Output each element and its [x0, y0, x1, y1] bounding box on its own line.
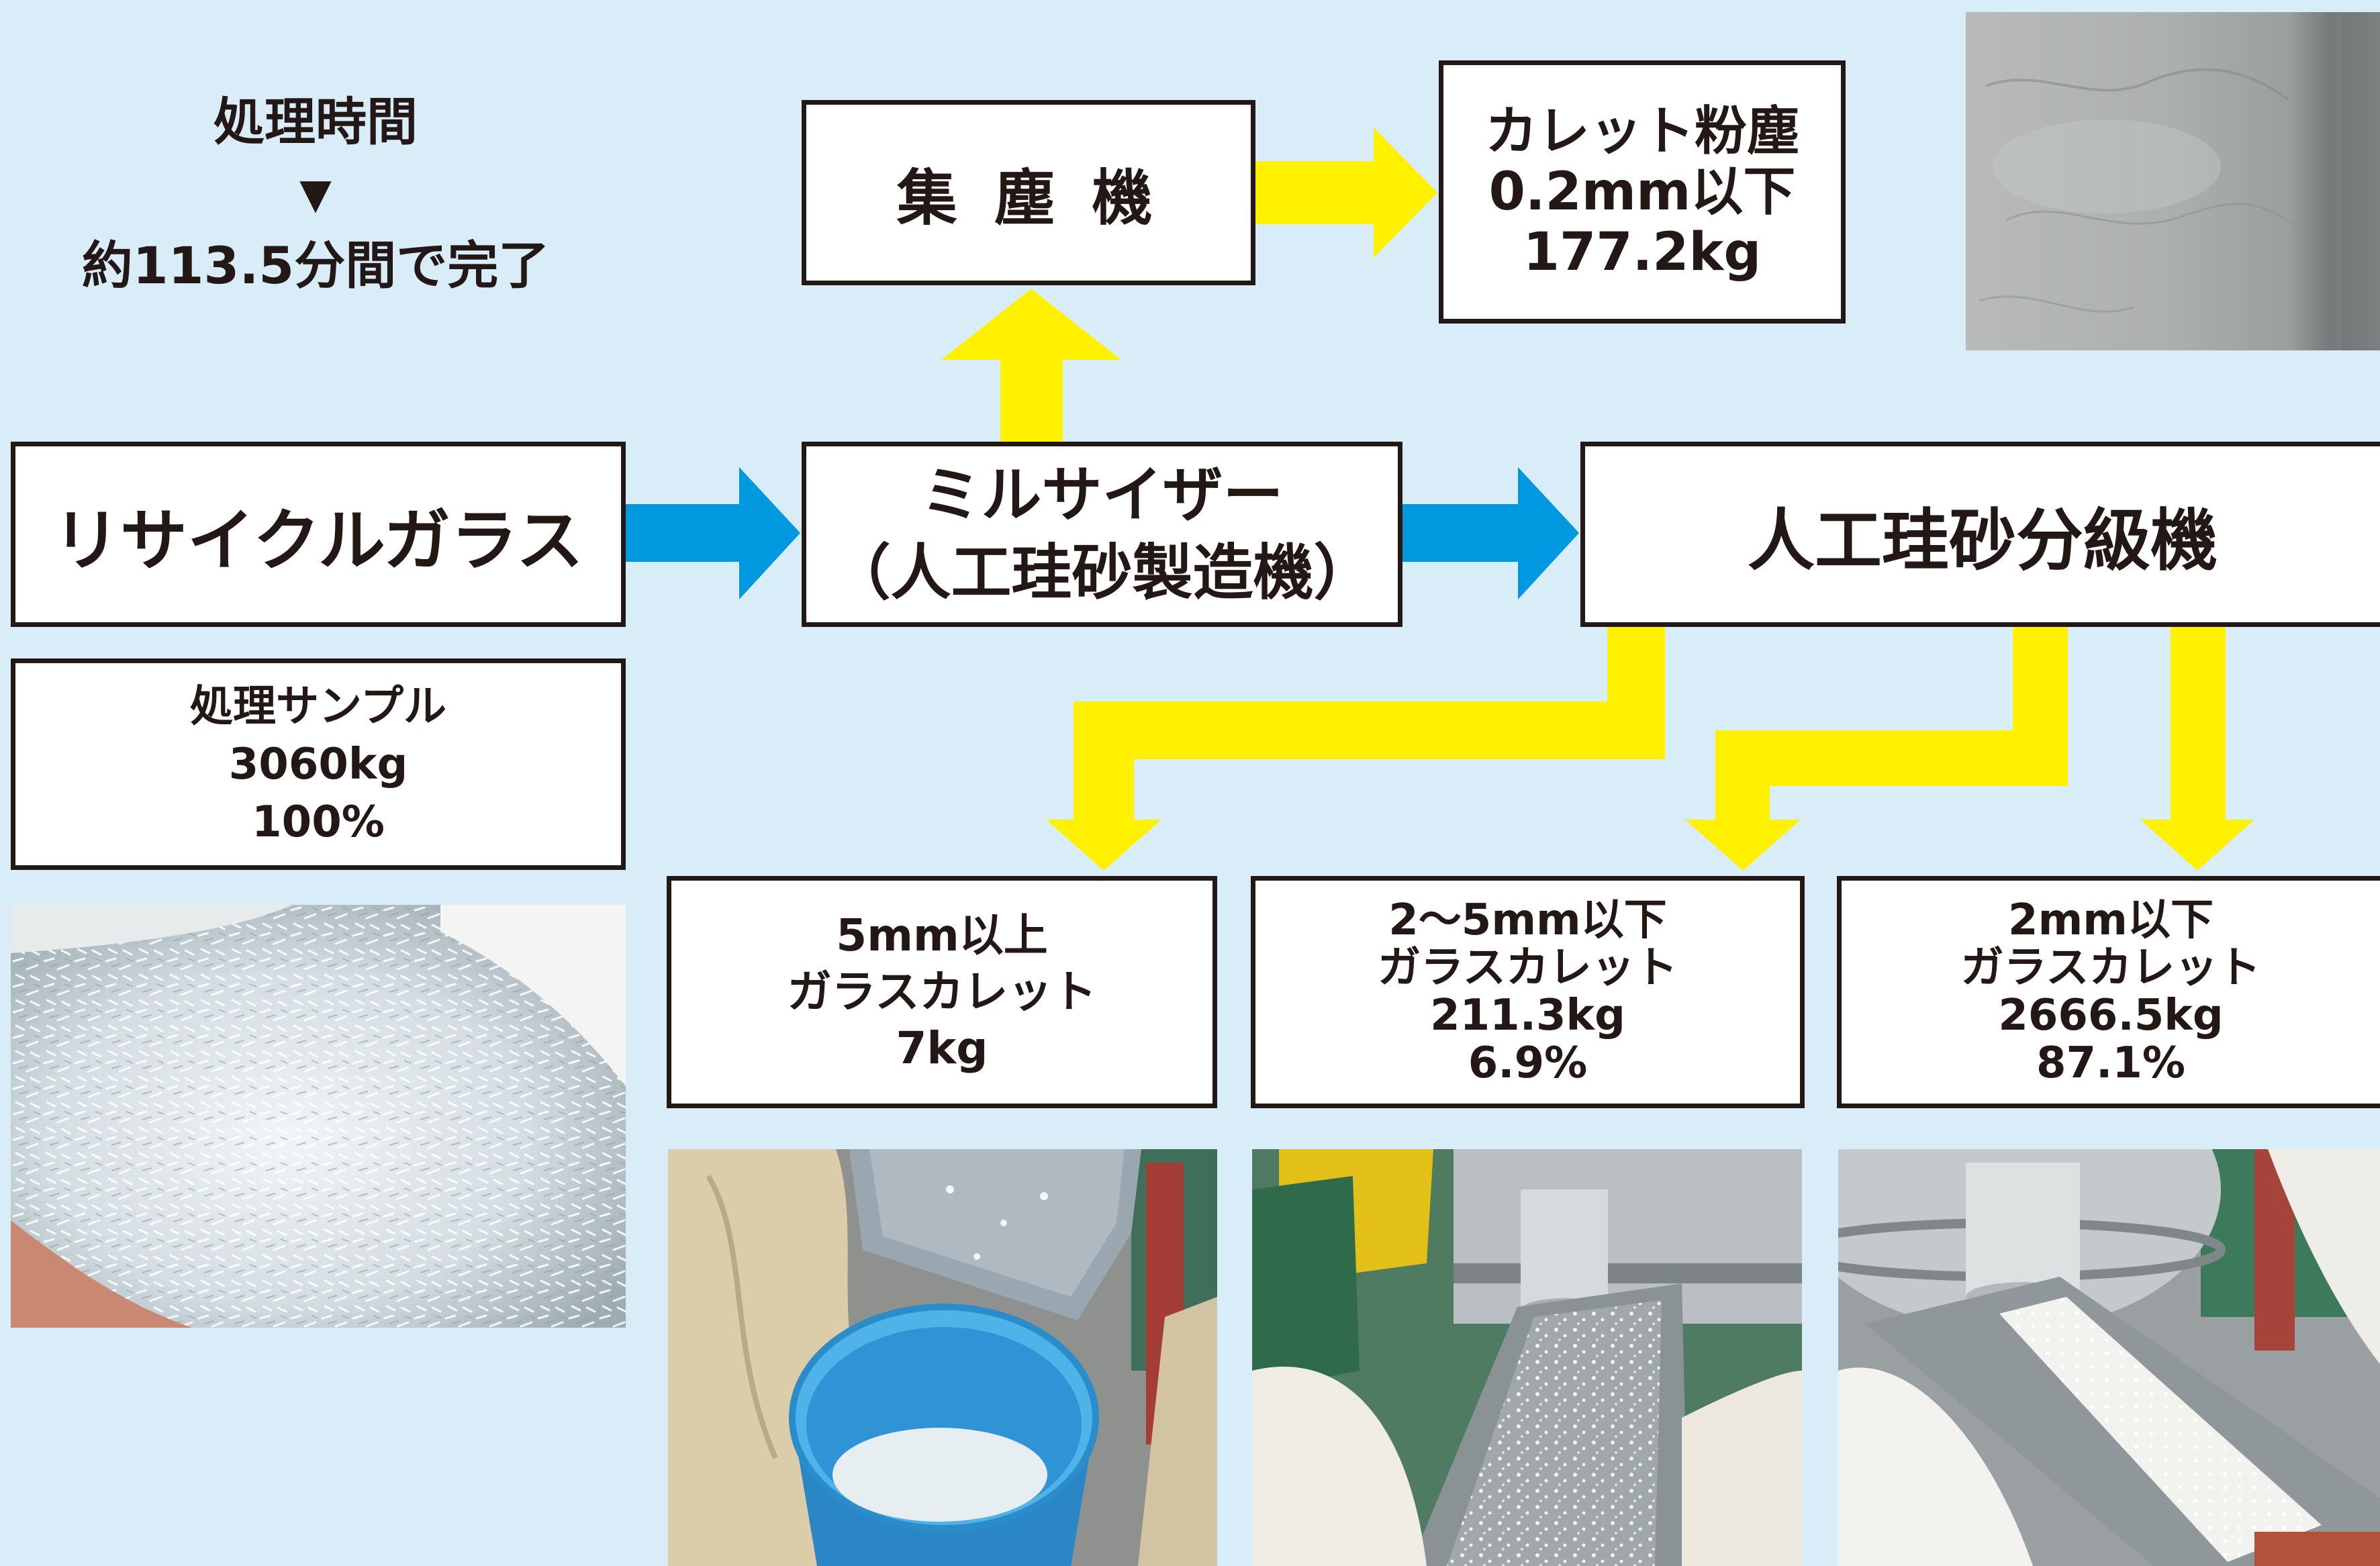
bag-top-right: [2268, 1149, 2380, 1364]
recycled-glass-photo: [11, 905, 626, 1328]
arrow-recycled-glass-to-mill-sizer: [626, 467, 800, 599]
classifier-label: 人工珪砂分級機: [1748, 501, 2218, 580]
dust-collector-label: 集 塵 機: [896, 163, 1161, 234]
bag-edge: [11, 905, 293, 953]
cullet-2-5mm-photo: [1252, 1149, 1802, 1566]
arrow-classifier-to-under-2mm: [2140, 627, 2254, 871]
dust-surface: [1966, 12, 2380, 350]
arrow-dust-collector-to-cullet-dust: [1255, 128, 1437, 258]
dust-crack: [1979, 295, 2134, 313]
output-size: 5mm以上: [836, 910, 1048, 961]
output-percent: 87.1%: [2036, 1038, 2186, 1088]
output-weight: 7kg: [896, 1022, 988, 1074]
cullet-over-5mm-image: [668, 1149, 1217, 1566]
output-weight: 211.3kg: [1430, 991, 1625, 1040]
cullet-particles: [1447, 1300, 1662, 1566]
output-size: 2〜5mm以下: [1388, 895, 1667, 945]
arrow-mill-sizer-to-dust-collector: [941, 289, 1121, 442]
wall-shadow: [2342, 12, 2380, 350]
classifier-band: [1454, 1263, 1802, 1283]
green-machine: [1252, 1176, 1360, 1391]
node-output-2-5mm: 2〜5mm以下 ガラスカレット 211.3kg 6.9%: [1251, 876, 1805, 1108]
outlet-pipe: [1521, 1189, 1608, 1310]
bag-corner: [440, 905, 626, 1086]
node-dust-collector: 集 塵 機: [802, 100, 1255, 285]
arrow-classifier-to-2-5mm: [1685, 627, 2068, 871]
output-size: 2mm以下: [2008, 895, 2214, 945]
arrow-classifier-to-over-5mm: [1046, 627, 1665, 871]
down-triangle-marker: ▼: [299, 169, 332, 218]
dust-highlight: [1993, 119, 2221, 213]
output-percent: 6.9%: [1468, 1038, 1588, 1088]
recycled-glass-label: リサイクルガラス: [53, 501, 583, 580]
processing-time-note: 処理時間 ▼ 約113.5分間で完了: [40, 86, 591, 301]
sample-percent: 100%: [252, 797, 385, 847]
container-rim: [11, 1220, 192, 1328]
node-mill-sizer: ミルサイザー （人工珪砂製造機）: [802, 442, 1402, 627]
node-sand-classifier: 人工珪砂分級機: [1580, 442, 2380, 627]
cullet-under-2mm-image: [1838, 1149, 2380, 1566]
cullet-dust-weight: 177.2kg: [1523, 222, 1762, 283]
glass-piece: [946, 1185, 954, 1193]
node-cullet-dust: カレット粉塵 0.2mm以下 177.2kg: [1439, 60, 1846, 324]
outlet-pipe: [1966, 1163, 2080, 1297]
glass-piece: [1000, 1220, 1007, 1226]
processing-time-label: 処理時間: [213, 92, 418, 152]
cullet-dust-image: [1966, 12, 2380, 350]
node-output-over-5mm: 5mm以上 ガラスカレット 7kg: [667, 876, 1217, 1108]
cullet-over-5mm-photo: [668, 1149, 1217, 1566]
bag-left: [1838, 1367, 2033, 1566]
sample-title: 処理サンプル: [189, 681, 447, 732]
cullet-dust-title: カレット粉塵: [1484, 101, 1799, 162]
dust-crack: [2005, 203, 2309, 235]
cullet-2-5mm-image: [1252, 1149, 1802, 1566]
bag-fold: [706, 1174, 778, 1459]
bag-right: [1682, 1371, 1802, 1566]
node-output-under-2mm: 2mm以下 ガラスカレット 2666.5kg 87.1%: [1837, 876, 2380, 1108]
glass-piece: [1040, 1192, 1048, 1200]
sand-particles: [1999, 1297, 2322, 1562]
cullet-dust-photo: [1966, 12, 2380, 350]
bag-right: [1138, 1297, 1217, 1566]
output-material: ガラスカレット: [787, 966, 1097, 1018]
output-weight: 2666.5kg: [1998, 991, 2224, 1040]
output-material: ガラスカレット: [1378, 943, 1678, 993]
bag-left: [1252, 1366, 1427, 1566]
recycled-glass-image: [11, 905, 626, 1328]
node-recycled-glass: リサイクルガラス: [11, 442, 626, 627]
mill-sizer-description: （人工珪砂製造機）: [830, 538, 1374, 608]
cullet-under-2mm-photo: [1838, 1149, 2380, 1566]
glass-in-bucket: [832, 1428, 1047, 1522]
mill-sizer-name: ミルサイザー: [920, 460, 1284, 530]
processing-time-value: 約113.5分間で完了: [81, 236, 550, 295]
dust-crack: [1985, 68, 2289, 101]
red-base: [2254, 1532, 2380, 1566]
glass-piece: [973, 1253, 980, 1260]
chute-surface: [869, 1149, 1125, 1297]
arrow-mill-sizer-to-classifier: [1402, 467, 1579, 599]
sample-weight: 3060kg: [228, 739, 408, 789]
output-material: ガラスカレット: [1960, 943, 2261, 993]
cullet-dust-size: 0.2mm以下: [1488, 162, 1796, 222]
node-sample-info: 処理サンプル 3060kg 100%: [11, 658, 626, 870]
